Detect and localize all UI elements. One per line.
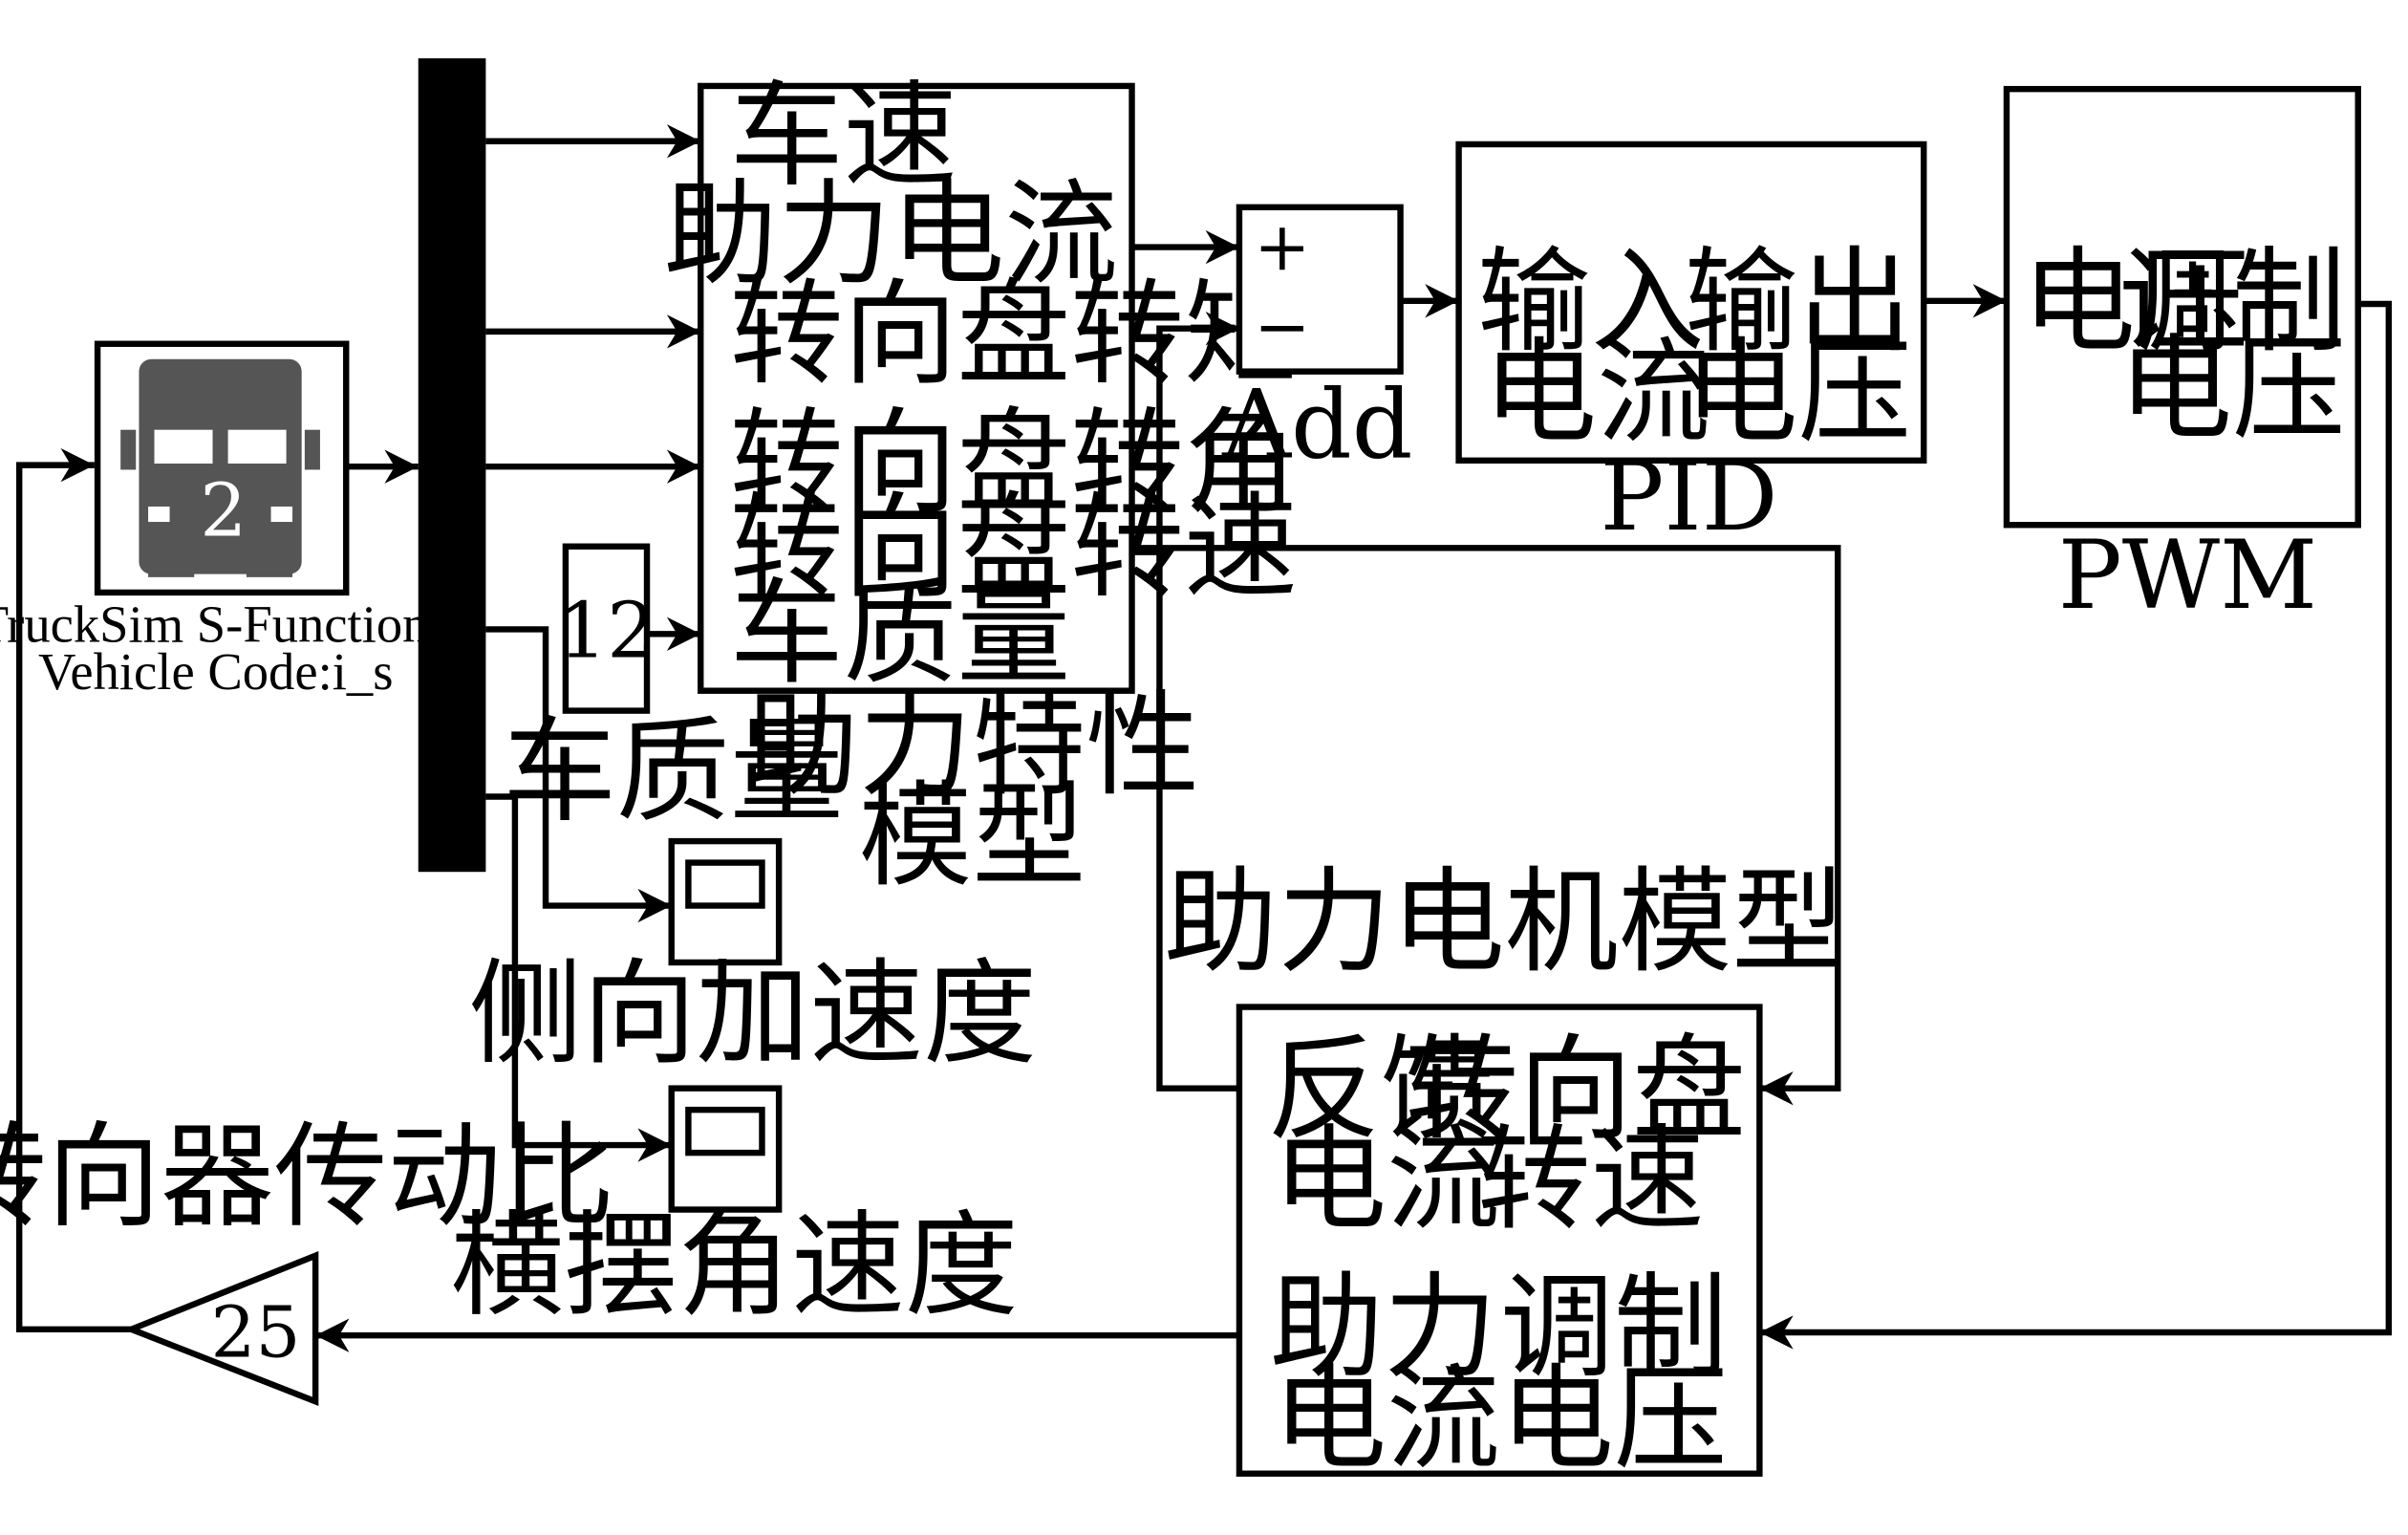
motor-model-title: 助力电机模型	[1164, 856, 1845, 988]
motor-assist-label-2: 电流	[1273, 1354, 1500, 1486]
motor-assist-label-1: 助力	[1270, 1262, 1497, 1394]
wire-pwm-to-motor[interactable]	[1759, 300, 2393, 1350]
assist-port-mass: 车质量	[730, 568, 1070, 700]
pid-out-label-2: 电压	[1685, 327, 1912, 459]
wire-feedback-to-add-minus[interactable]	[1156, 312, 1239, 1092]
pwm-in-label: 电压	[2022, 237, 2249, 369]
scope-screen-icon	[685, 1106, 765, 1157]
motor-mv-label-2: 电压	[1500, 1354, 1728, 1486]
gain-value: 25	[210, 1292, 300, 1374]
assist-port-speed: 车速	[730, 71, 957, 203]
trucksim-title: TruckSim S-Function2	[0, 595, 455, 653]
motor-model-block[interactable]: 反馈 电流 转向盘 转速 助力 电流 调制 电压	[1236, 1004, 1763, 1486]
wire-mux-to-scope-lat[interactable]	[485, 626, 672, 923]
gain-label: 转向器传动比	[0, 1112, 614, 1243]
trucksim-number: 2	[200, 467, 247, 553]
mass-constant-block[interactable]: 12	[558, 543, 656, 714]
assist-port-torque: 转向盘转矩	[730, 269, 1298, 400]
motor-fb-label-2: 电流	[1273, 1114, 1500, 1246]
motor-sw-label-1: 转向盘	[1405, 1024, 1745, 1156]
add-minus-sign: −	[1254, 287, 1310, 366]
pid-in-label-2: 电流	[1483, 327, 1710, 459]
pid-out-label-1: 输出	[1685, 237, 1912, 369]
motor-fb-label-1: 反馈	[1267, 1024, 1494, 1156]
wire-mux-to-scope-yaw[interactable]	[485, 793, 672, 1162]
add-block[interactable]: + −	[1236, 204, 1404, 375]
pwm-out-label-2: 电压	[2118, 324, 2346, 456]
scope-lateral-label: 侧向加速度	[469, 949, 1037, 1081]
mass-constant-label: 车质量	[503, 706, 843, 838]
pwm-block[interactable]: 电压 调制 电压	[2003, 85, 2361, 529]
trucksim-code: Vehicle Code:i_s	[38, 642, 393, 701]
pid-label: PID	[1600, 443, 1777, 552]
scope-screen-icon	[685, 859, 765, 909]
add-plus-sign: +	[1254, 207, 1310, 287]
pwm-label: PWM	[2058, 521, 2317, 631]
assist-model-block[interactable]: 车速 助力电流 转向盘转矩 转向盘转角 转向盘转速 车质量	[664, 71, 1298, 700]
wire-sw-speed-to-motor[interactable]	[1131, 545, 1841, 1106]
scope-lateral-accel[interactable]	[668, 837, 783, 966]
assist-port-angle: 转向盘转角	[730, 398, 1298, 530]
trucksim-block[interactable]: 2	[94, 340, 350, 596]
pwm-out-label-1: 调制	[2118, 237, 2346, 369]
assist-port-sw-speed: 转向盘转速	[730, 482, 1298, 614]
assist-model-name-1: 助力特性	[745, 681, 1199, 812]
signal-lines	[15, 124, 2393, 1352]
scope-yaw-rate[interactable]	[668, 1085, 783, 1213]
assist-port-current: 助力电流	[664, 169, 1118, 301]
wire-gain-to-truck[interactable]	[15, 447, 132, 1333]
scope-yaw-label: 横摆角速度	[450, 1200, 1018, 1332]
motor-sw-label-2: 转速	[1477, 1114, 1705, 1246]
mux-bar[interactable]	[418, 58, 486, 873]
pid-block[interactable]: 输入 电流 输出 电压	[1455, 141, 1927, 465]
gain-block[interactable]: 25	[122, 1250, 319, 1406]
add-label: Add	[1221, 371, 1412, 481]
motor-mv-label-1: 调制	[1500, 1262, 1728, 1394]
mass-constant-value: 12	[558, 585, 656, 675]
pid-in-label-1: 输入	[1477, 237, 1705, 369]
assist-model-name-2: 模型	[859, 770, 1086, 902]
truck-icon	[120, 358, 320, 577]
